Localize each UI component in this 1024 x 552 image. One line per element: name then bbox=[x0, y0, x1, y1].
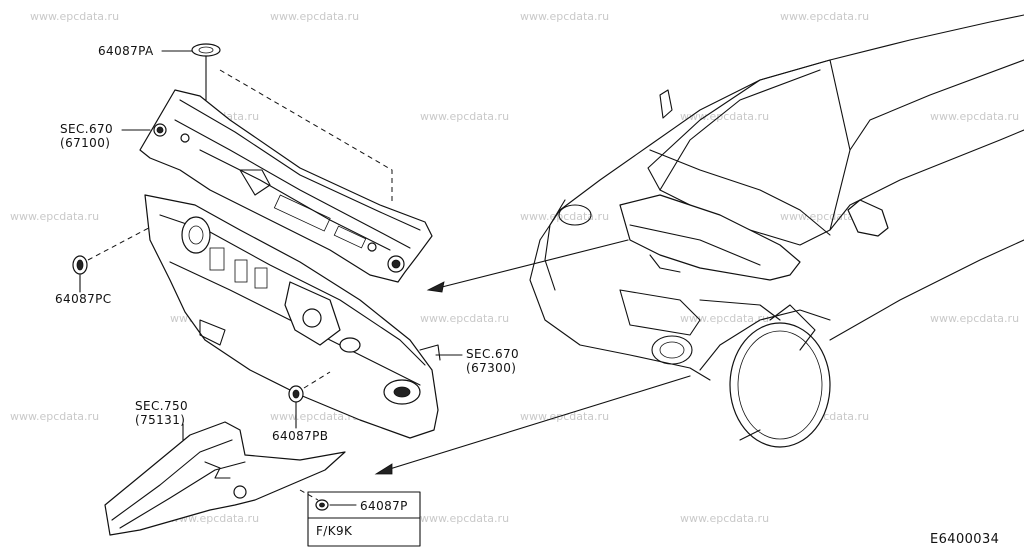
watermark: www.epcdata.ru bbox=[780, 210, 869, 223]
dash-lower-panel[interactable] bbox=[144, 194, 441, 439]
watermark: www.epcdata.ru bbox=[780, 10, 869, 23]
watermark: www.epcdata.ru bbox=[270, 10, 359, 23]
part-number-64087pb[interactable]: 64087PB bbox=[272, 429, 328, 443]
watermark: www.epcdata.ru bbox=[680, 512, 769, 525]
variant-code[interactable]: F/K9K bbox=[316, 524, 353, 538]
part-number-64087pa[interactable]: 64087PA bbox=[98, 44, 154, 58]
arrow-head bbox=[426, 281, 445, 293]
side-member[interactable] bbox=[104, 421, 346, 536]
sec-670-upper-ref[interactable]: (67100) bbox=[60, 136, 110, 150]
watermark: www.epcdata.ru bbox=[520, 410, 609, 423]
watermark: www.epcdata.ru bbox=[420, 312, 509, 325]
part-number-64087p[interactable]: 64087P bbox=[360, 499, 408, 513]
grommet-64087pa[interactable] bbox=[191, 43, 221, 101]
watermark: www.epcdata.ru bbox=[680, 312, 769, 325]
watermark-layer: www.epcdata.ru www.epcdata.ru www.epcdat… bbox=[10, 10, 1019, 525]
watermark: www.epcdata.ru bbox=[930, 312, 1019, 325]
watermark: www.epcdata.ru bbox=[520, 10, 609, 23]
grommet-64087pb[interactable] bbox=[288, 385, 304, 403]
part-number-64087pc[interactable]: 64087PC bbox=[55, 292, 112, 306]
alignment-dash bbox=[299, 489, 319, 501]
alignment-dash bbox=[219, 69, 393, 205]
cowl-top-panel[interactable] bbox=[139, 89, 433, 283]
grommet-64087pc[interactable] bbox=[72, 255, 88, 275]
variant-box[interactable] bbox=[307, 491, 421, 547]
sec-670-lower-label[interactable]: SEC.670 bbox=[466, 347, 519, 361]
vehicle-outline bbox=[529, 14, 1024, 448]
alignment-dash bbox=[87, 221, 161, 261]
watermark: www.epcdata.ru bbox=[420, 512, 509, 525]
watermark: www.epcdata.ru bbox=[680, 110, 769, 123]
pointer-arrow-upper bbox=[429, 239, 629, 291]
figure-code: E6400034 bbox=[930, 532, 999, 547]
watermark: www.epcdata.ru bbox=[270, 410, 359, 423]
sec-750-ref[interactable]: (75131) bbox=[135, 413, 185, 427]
pointer-arrow-lower bbox=[379, 375, 691, 473]
watermark: www.epcdata.ru bbox=[930, 110, 1019, 123]
watermark: www.epcdata.ru bbox=[520, 210, 609, 223]
watermark: www.epcdata.ru bbox=[420, 110, 509, 123]
sec-670-lower-ref[interactable]: (67300) bbox=[466, 361, 516, 375]
watermark: www.epcdata.ru bbox=[10, 410, 99, 423]
arrow-head bbox=[374, 463, 393, 475]
watermark: www.epcdata.ru bbox=[10, 210, 99, 223]
sec-670-upper-label[interactable]: SEC.670 bbox=[60, 122, 113, 136]
watermark: www.epcdata.ru bbox=[30, 10, 119, 23]
sec-750-label[interactable]: SEC.750 bbox=[135, 399, 188, 413]
